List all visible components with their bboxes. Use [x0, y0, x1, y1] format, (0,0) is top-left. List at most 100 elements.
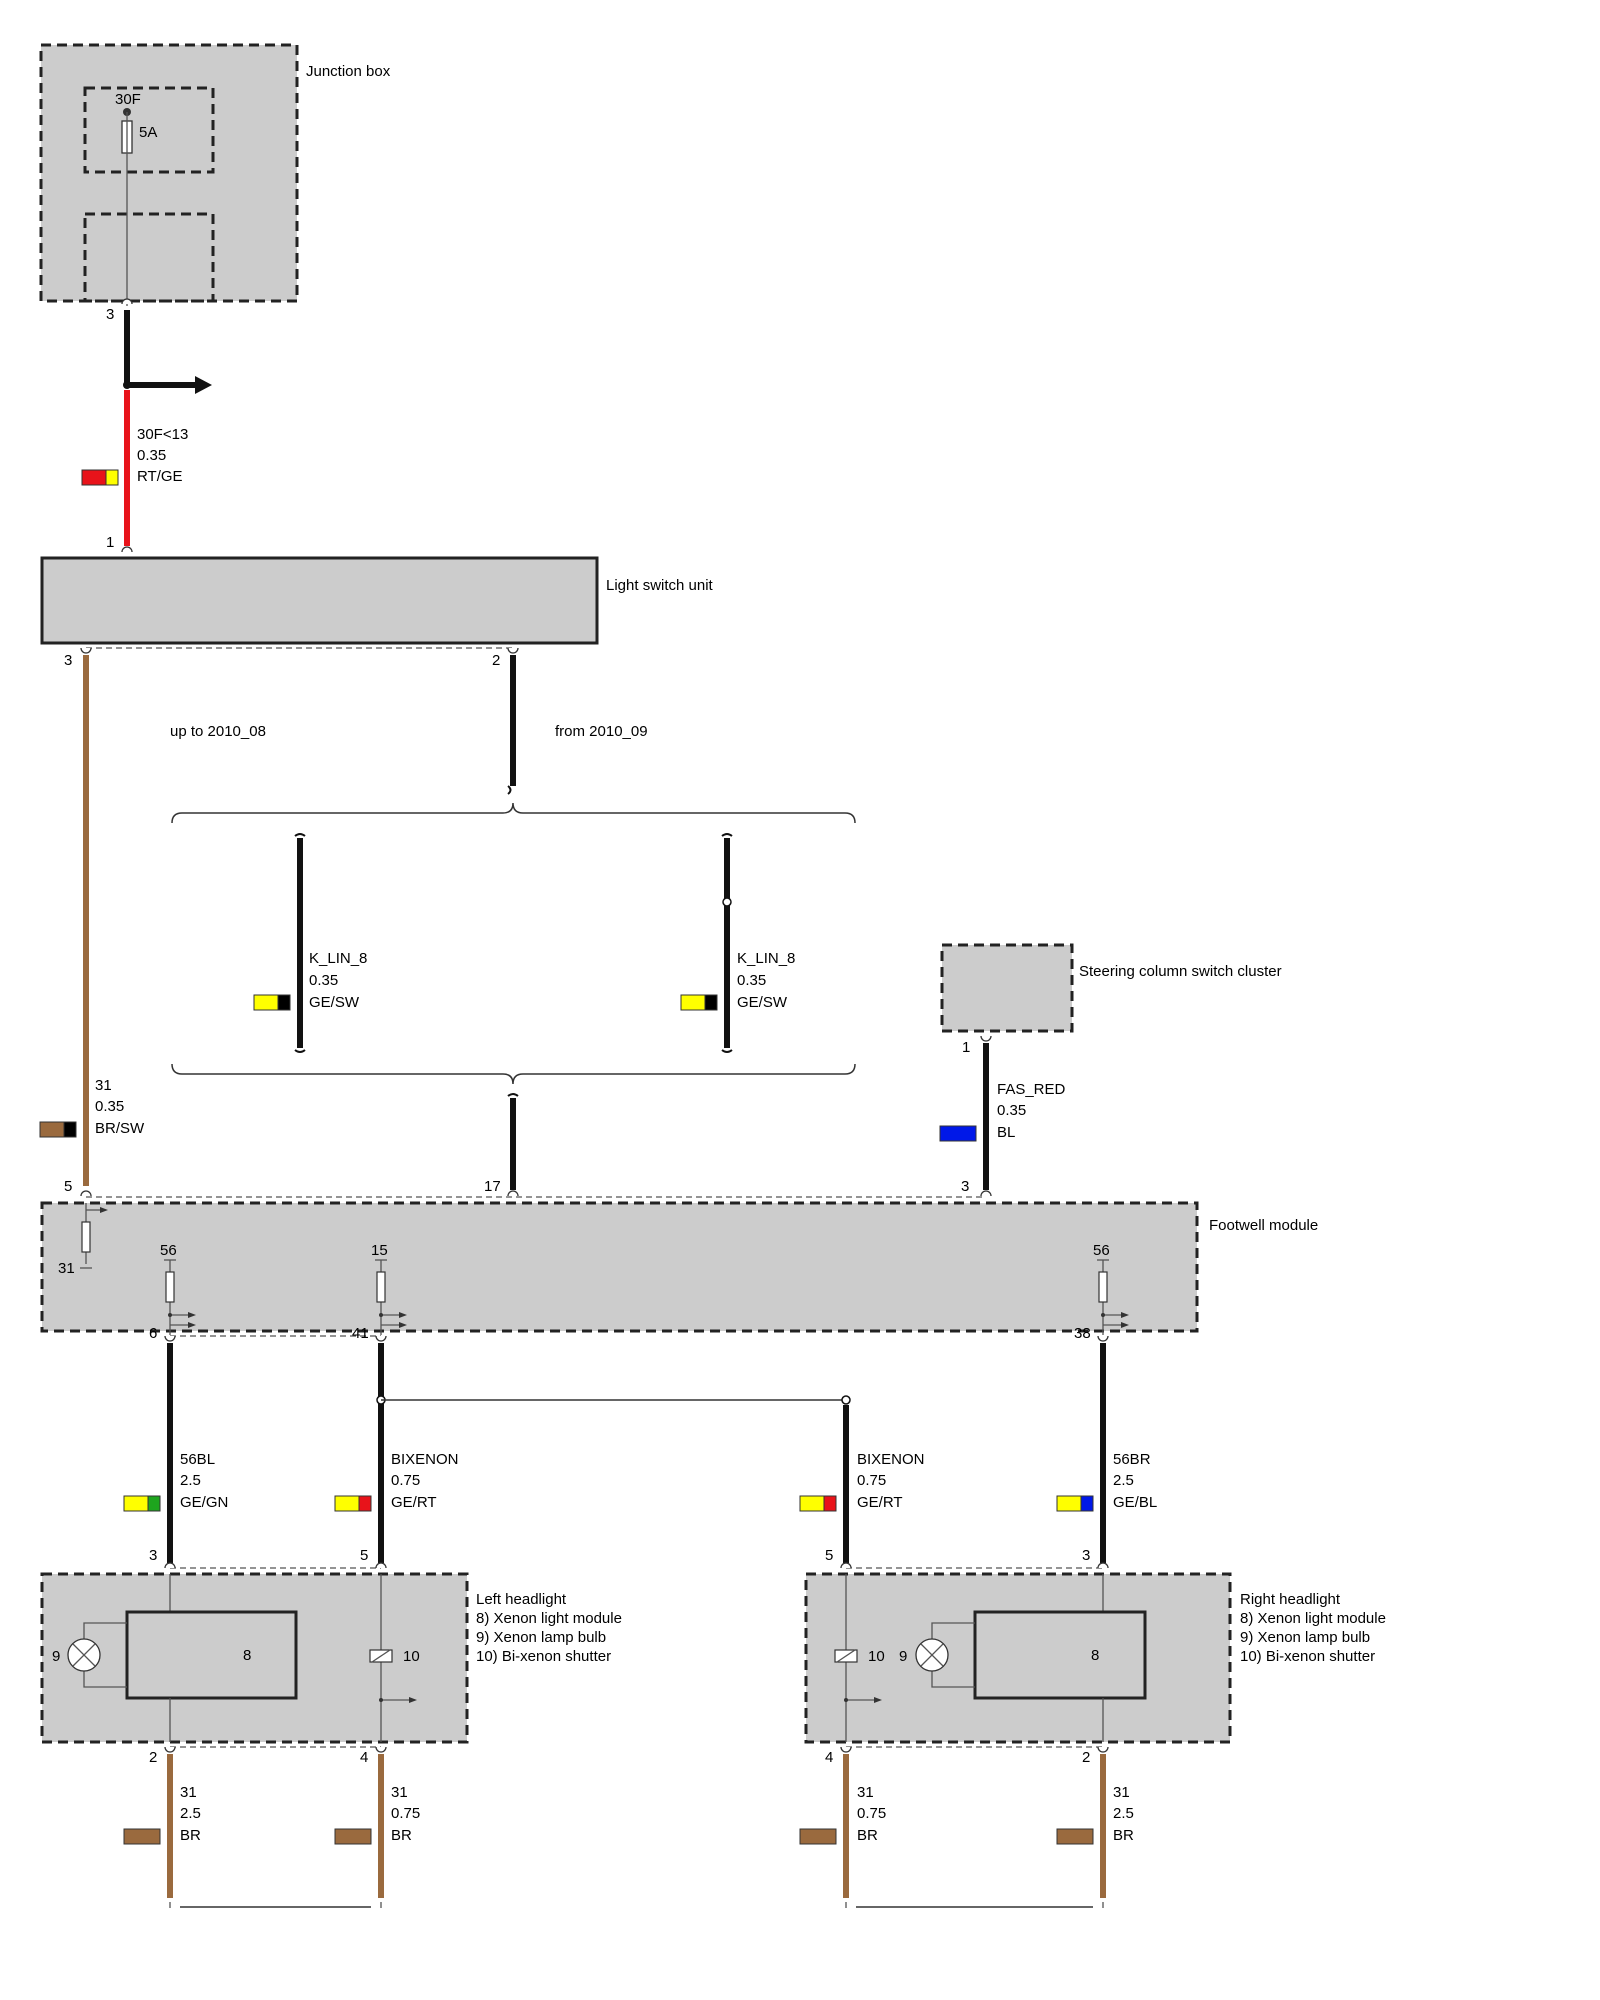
right-headlight-pin-2: 2 — [1082, 1749, 1090, 1766]
wire-bix-a-color: GE/RT — [391, 1494, 437, 1511]
continuation-arrow-icon — [195, 376, 212, 394]
wire-56br-color: GE/BL — [1113, 1494, 1157, 1511]
wire-klin-a: K_LIN_8 0.35 GE/SW — [253, 833, 367, 1053]
left-module-number: 8 — [243, 1647, 251, 1664]
wire-gr-a-color: BR — [857, 1827, 878, 1844]
color-swatch-br — [334, 1828, 372, 1845]
left-shutter-number: 10 — [403, 1648, 420, 1665]
footwell-pin-41: 41 — [352, 1325, 369, 1342]
wire-gl-b-color: BR — [391, 1827, 412, 1844]
color-swatch-ge — [334, 1495, 360, 1512]
color-swatch-br — [123, 1828, 161, 1845]
color-swatch-ge — [123, 1495, 149, 1512]
right-headlight-title: Right headlight — [1240, 1591, 1341, 1608]
color-swatch-rt — [358, 1495, 372, 1512]
wire-fas-color: BL — [997, 1124, 1015, 1141]
right-headlight: 5 3 Right headlight 8) Xenon light modul… — [804, 1547, 1386, 1766]
variant-right-label: from 2010_09 — [555, 723, 648, 740]
variant-brace-bottom — [171, 1063, 856, 1085]
wire-31-brsw: 31 0.35 BR/SW — [39, 655, 145, 1186]
color-swatch-sw — [277, 994, 291, 1011]
wire-56bl-size: 2.5 — [180, 1472, 201, 1489]
color-swatch-rt — [81, 469, 107, 486]
steering-label: Steering column switch cluster — [1079, 963, 1282, 980]
right-headlight-pin-4: 4 — [825, 1749, 833, 1766]
wire-bix-a-name: BIXENON — [391, 1451, 459, 1468]
wire-gr-a-size: 0.75 — [857, 1805, 886, 1822]
left-headlight-pin-2: 2 — [149, 1749, 157, 1766]
wire-gl-a-size: 2.5 — [180, 1805, 201, 1822]
resistor-icon — [81, 1221, 91, 1253]
fuse-rating: 5A — [139, 124, 157, 141]
left-headlight-title: Left headlight — [476, 1591, 567, 1608]
variant-brace-top — [171, 802, 856, 824]
wire-klin-b-name: K_LIN_8 — [737, 950, 795, 967]
wire-klin-a-size: 0.35 — [309, 972, 338, 989]
wire-bix-b-size: 0.75 — [857, 1472, 886, 1489]
wire-gl-a-name: 31 — [180, 1784, 197, 1801]
right-headlight-item9: 9) Xenon lamp bulb — [1240, 1629, 1370, 1646]
color-swatch-ge — [253, 994, 279, 1011]
wire-gl-b-name: 31 — [391, 1784, 408, 1801]
left-headlight: 3 5 Left headlight 8) Xenon light module… — [40, 1547, 622, 1766]
wire-gr-b-size: 2.5 — [1113, 1805, 1134, 1822]
wire-gl-a-color: BR — [180, 1827, 201, 1844]
color-swatch-ge — [799, 1495, 825, 1512]
left-headlight-item8: 8) Xenon light module — [476, 1610, 622, 1627]
color-swatch-bl — [939, 1125, 977, 1142]
footwell-pin-38: 38 — [1074, 1325, 1091, 1342]
footwell-sub-15: 15 — [371, 1242, 388, 1259]
color-swatch-sw — [704, 994, 718, 1011]
right-headlight-pin-3: 3 — [1082, 1547, 1090, 1564]
wire-gl-b: 31 0.75 BR — [334, 1754, 420, 1898]
left-headlight-pin-4: 4 — [360, 1749, 368, 1766]
light-switch-pin-1: 1 — [106, 534, 114, 551]
wire-fas-size: 0.35 — [997, 1102, 1026, 1119]
junction-box: Junction box 30F 5A 3 — [39, 43, 391, 323]
footwell-pin-5: 5 — [64, 1178, 72, 1195]
footwell-label: Footwell module — [1209, 1217, 1318, 1234]
wire-gr-b-name: 31 — [1113, 1784, 1130, 1801]
wire-gl-a: 31 2.5 BR — [123, 1754, 201, 1898]
wire-bix-b-name: BIXENON — [857, 1451, 925, 1468]
right-headlight-item8: 8) Xenon light module — [1240, 1610, 1386, 1627]
color-swatch-br — [799, 1828, 837, 1845]
wire-fas-red: FAS_RED 0.35 BL — [939, 1043, 1066, 1190]
wire-56br: 56BR 2.5 GE/BL — [1056, 1343, 1157, 1563]
wire-30f-name: 30F<13 — [137, 426, 188, 443]
wire-30f-size: 0.35 — [137, 447, 166, 464]
left-headlight-pin-3: 3 — [149, 1547, 157, 1564]
left-lamp-number: 9 — [52, 1648, 60, 1665]
color-swatch-br — [39, 1121, 65, 1138]
wire-klin-b-color: GE/SW — [737, 994, 788, 1011]
fuse-name: 30F — [115, 91, 141, 108]
wire-bix-b-color: GE/RT — [857, 1494, 903, 1511]
resistor-icon — [165, 1271, 175, 1303]
footwell-sub-56-c: 56 — [1093, 1242, 1110, 1259]
wire-lin-lower — [507, 1093, 519, 1190]
color-swatch-br — [1056, 1828, 1094, 1845]
xenon-light-module — [125, 1610, 298, 1700]
wire-fas-name: FAS_RED — [997, 1081, 1066, 1098]
wire-gl-b-size: 0.75 — [391, 1805, 420, 1822]
wire-gr-a-name: 31 — [857, 1784, 874, 1801]
left-headlight-pin-5: 5 — [360, 1547, 368, 1564]
color-swatch-bl — [1080, 1495, 1094, 1512]
color-swatch-ge — [680, 994, 706, 1011]
color-swatch-ge — [105, 469, 119, 486]
footwell-sub-56-a: 56 — [160, 1242, 177, 1259]
wire-gr-b: 31 2.5 BR — [1056, 1754, 1134, 1898]
junction-box-label: Junction box — [306, 63, 391, 80]
left-headlight-item9: 9) Xenon lamp bulb — [476, 1629, 606, 1646]
light-switch-unit: Light switch unit 3 2 — [40, 556, 714, 669]
right-shutter-number: 10 — [868, 1648, 885, 1665]
wire-klin-a-name: K_LIN_8 — [309, 950, 367, 967]
wire-31-brsw-name: 31 — [95, 1077, 112, 1094]
wire-bixenon-a: BIXENON 0.75 GE/RT — [334, 1343, 846, 1563]
right-headlight-pin-5: 5 — [825, 1547, 833, 1564]
light-switch-pin-3: 3 — [64, 652, 72, 669]
footwell-pin-17: 17 — [484, 1178, 501, 1195]
variant-left-label: up to 2010_08 — [170, 723, 266, 740]
ground-bar-left — [169, 1902, 382, 1912]
